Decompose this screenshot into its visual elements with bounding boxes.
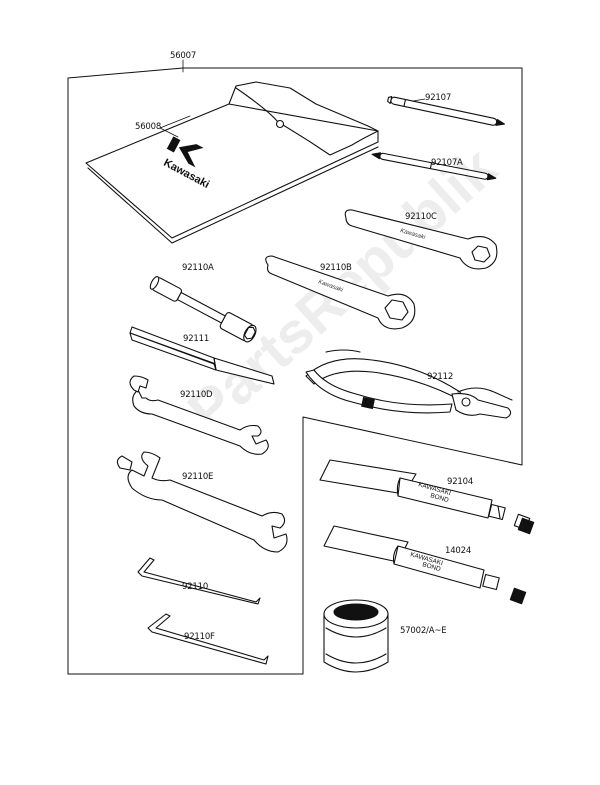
screwdriver-92107a bbox=[371, 152, 497, 181]
label-57002: 57002/A~E bbox=[400, 626, 447, 636]
wrench-92110b: Kawasaki bbox=[265, 255, 416, 330]
svg-text:BOND: BOND bbox=[429, 492, 449, 504]
hex-key-92110f bbox=[147, 613, 269, 665]
kit-frame bbox=[67, 67, 523, 675]
tool-pouch: Kawasaki bbox=[85, 81, 379, 244]
svg-text:BOND: BOND bbox=[421, 561, 441, 573]
label-92110d: 92110D bbox=[180, 390, 213, 400]
pliers-92112 bbox=[305, 349, 513, 419]
screwdriver-92107 bbox=[387, 96, 506, 126]
label-92110: 92110 bbox=[182, 582, 209, 592]
label-92110f: 92110F bbox=[184, 632, 215, 642]
spanner-92110d bbox=[129, 375, 269, 455]
hex-key-92110 bbox=[137, 557, 261, 605]
handle-92111 bbox=[129, 326, 275, 385]
tube-14024: KAWASAKI BOND bbox=[323, 525, 527, 605]
label-92112: 92112 bbox=[427, 372, 454, 382]
label-92110a: 92110A bbox=[182, 263, 214, 273]
label-92110c: 92110C bbox=[405, 212, 437, 222]
pouch-leader bbox=[159, 127, 179, 138]
tube-92104: KAWASAKI BOND bbox=[319, 459, 535, 535]
label-92110b: 92110B bbox=[320, 263, 352, 273]
wrench-92110c: Kawasaki bbox=[344, 209, 498, 270]
label-92107a: 92107A bbox=[431, 158, 463, 168]
label-56007: 56007 bbox=[170, 51, 197, 61]
label-92110e: 92110E bbox=[182, 472, 214, 482]
label-92107: 92107 bbox=[425, 93, 452, 103]
spanner-92110e bbox=[116, 451, 288, 553]
label-14024: 14024 bbox=[445, 546, 472, 556]
grease-can bbox=[323, 599, 389, 673]
box-wrench-92110a bbox=[149, 275, 257, 343]
label-92111: 92111 bbox=[183, 334, 210, 344]
label-56008: 56008 bbox=[135, 122, 162, 132]
label-92104: 92104 bbox=[447, 477, 474, 487]
